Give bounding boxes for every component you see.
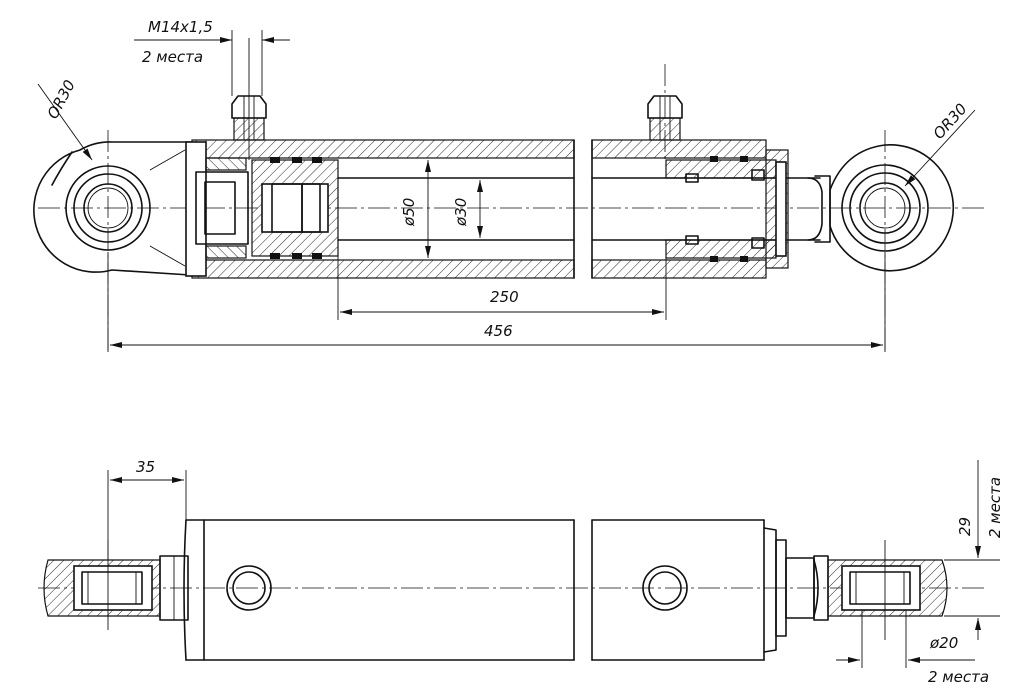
top-view-section: M14x1,5 2 места OR30 OR30 ø50 ø30 (33, 18, 985, 352)
bottom-view: 35 29 2 места ø20 2 места (38, 458, 1004, 686)
front-port-circle (642, 565, 688, 611)
left-eye-mount (33, 141, 191, 276)
pin-places-label: 2 места (928, 668, 989, 686)
rod-diameter-dimension: ø30 (452, 180, 483, 238)
right-radius-callout: OR30 (904, 100, 976, 187)
width-29-label: 29 (956, 517, 974, 536)
front-port-fitting (647, 64, 683, 160)
pin-diameter-dimension: ø20 2 места (836, 610, 989, 686)
stroke-dimension: 250 (337, 256, 667, 320)
rear-port-circle (226, 565, 272, 611)
bore-diameter-dimension: ø50 (400, 160, 431, 258)
overall-length-dimension: 456 (107, 252, 886, 352)
right-eye-mount (829, 143, 955, 272)
thread-dimension: M14x1,5 2 места (134, 18, 290, 96)
offset-35-label: 35 (136, 458, 155, 476)
barrel-outer (183, 519, 787, 661)
left-clevis-side (43, 540, 189, 630)
rear-cap (185, 141, 249, 277)
thread-label: M14x1,5 (148, 18, 213, 36)
stroke-label: 250 (490, 288, 519, 306)
rear-port-fitting (231, 38, 267, 160)
bore-diameter-label: ø50 (400, 198, 418, 227)
offset-35-dimension: 35 (107, 458, 187, 560)
width-29-dimension: 29 2 места (944, 460, 1004, 640)
thread-places-label: 2 места (142, 48, 203, 66)
width-29-places-label: 2 места (986, 477, 1004, 538)
piston (251, 157, 339, 259)
right-clevis-side (827, 540, 948, 640)
front-gland (665, 149, 789, 269)
rod-diameter-label: ø30 (452, 198, 470, 227)
pin-diameter-label: ø20 (929, 634, 958, 652)
overall-length-label: 456 (484, 322, 513, 340)
